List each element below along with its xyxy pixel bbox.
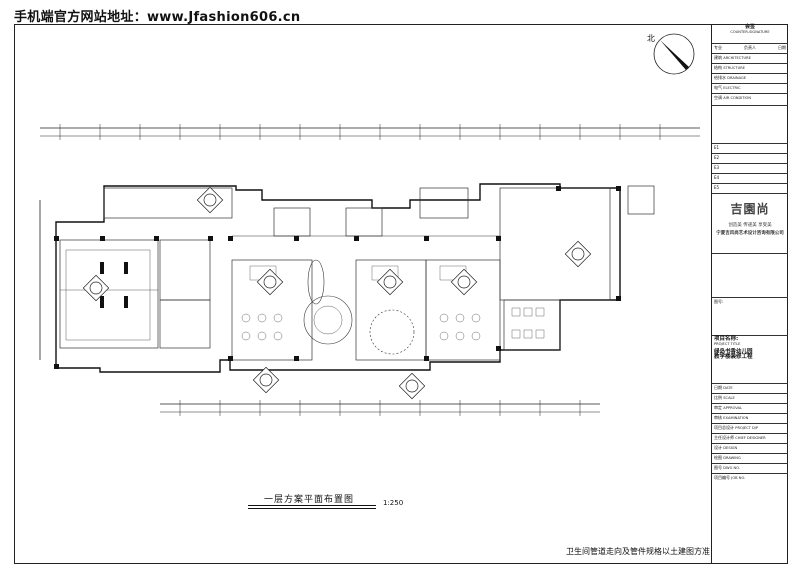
classroom-1 <box>231 259 313 361</box>
section-markers <box>82 186 592 400</box>
drawing-note: 卫生间管道走向及管件规格以土建图方准 <box>566 547 710 556</box>
plan-title: 一层方案平面布置图 <box>264 495 355 505</box>
building-outline <box>55 183 621 373</box>
company-slogan: 创造美 传递美 享受美 <box>728 223 772 228</box>
website-header: 手机端官方网站地址：www.Jfashion606.cn <box>14 10 301 25</box>
top-left-room <box>103 187 233 219</box>
company-logo: 吉園尚 <box>730 201 770 216</box>
north-arrow-icon <box>653 33 695 75</box>
company-name: 宁夏吉风尚艺术设计咨询有限公司 <box>716 231 784 236</box>
central-round-stage <box>303 295 353 345</box>
north-label: 北 <box>647 34 655 43</box>
structural-columns <box>54 186 621 369</box>
plan-scale: 1:250 <box>383 499 404 507</box>
countersign-header: 会签 <box>744 24 755 30</box>
project-name-line2: 教学楼装修工程 <box>714 354 753 360</box>
project-name-label: 项目名称: <box>714 336 739 342</box>
plan-title-underline <box>248 505 376 506</box>
restroom <box>503 299 561 351</box>
project-name-line1: 绿岛书香幼儿园 <box>714 349 753 355</box>
classroom-3 <box>425 259 501 361</box>
left-large-room <box>59 239 159 349</box>
plan-title-underline-thin <box>248 508 376 509</box>
drawing-sheet <box>14 24 788 564</box>
title-block: 会签 COUNTER-SIGNATURE 专业 负责人 日期 建筑 ARCHIT… <box>711 24 788 564</box>
drawing-no-label: 图号: <box>714 299 724 304</box>
